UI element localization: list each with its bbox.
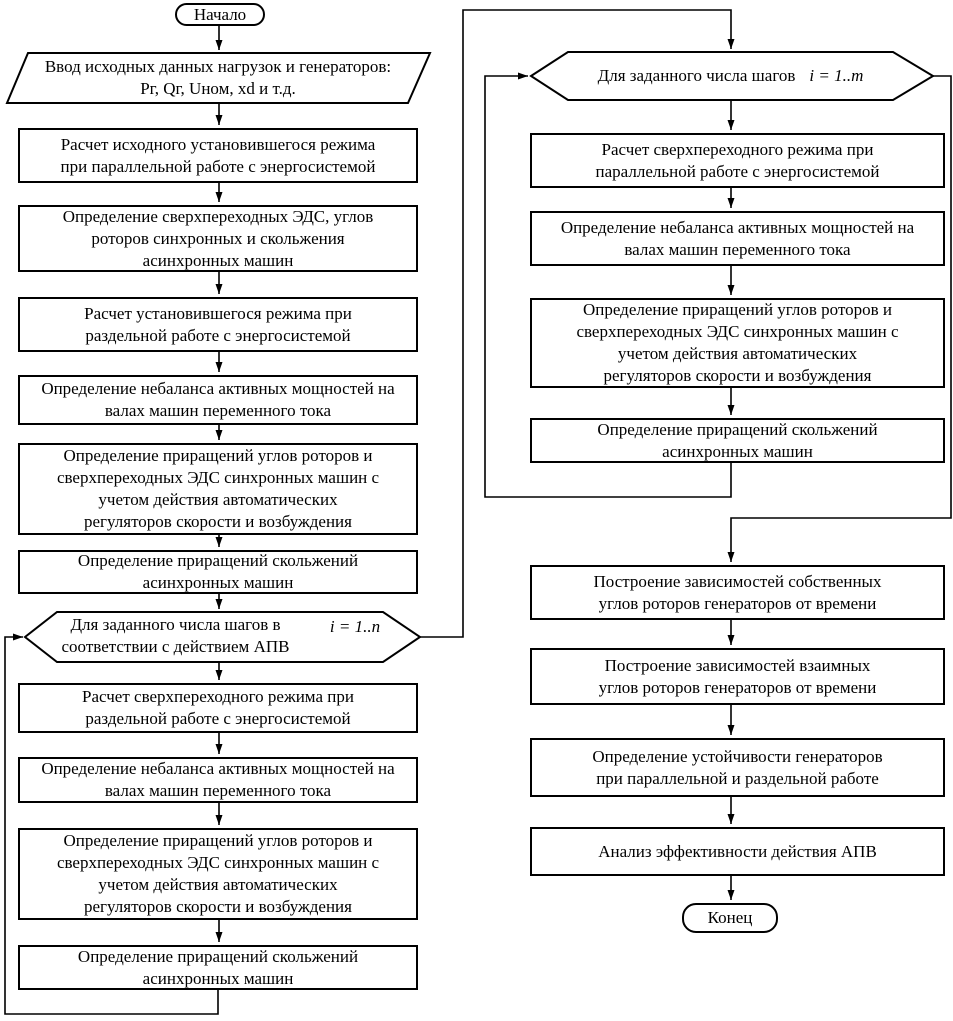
right-loop-header: Для заданного числа шагов i = 1..m <box>568 52 893 100</box>
node-increments-slip-left-2: Определение приращений скольжений асинхр… <box>18 945 418 990</box>
right-loop-label: Для заданного числа шагов <box>597 66 796 85</box>
node-increments-slip-left-1: Определение приращений скольжений асинхр… <box>18 550 418 594</box>
node-calc-steady-separate: Расчет установившегося режима при раздел… <box>18 297 418 352</box>
node-imbalance-left-1: Определение небаланса активных мощностей… <box>18 375 418 425</box>
left-loop-hexagon-shape <box>23 611 422 663</box>
right-loop-formula: i = 1..m <box>809 66 864 85</box>
node-imbalance-left-2: Определение небаланса активных мощностей… <box>18 757 418 803</box>
right-loop-hexagon-shape <box>529 51 935 101</box>
node-increments-angles-right: Определение приращений углов роторов и с… <box>530 298 945 388</box>
connectors <box>4 9 952 1015</box>
node-increments-angles-left-1: Определение приращений углов роторов и с… <box>18 443 418 535</box>
input-parallelogram-shape <box>5 52 432 104</box>
node-plot-mutual-angles: Построение зависимостей взаимных углов р… <box>530 648 945 705</box>
end-terminator: Конец <box>682 903 778 933</box>
node-calc-subtransient-parallel: Расчет сверхпереходного режима при парал… <box>530 133 945 188</box>
node-define-emf-angles-slip: Определение сверхпереходных ЭДС, углов р… <box>18 205 418 272</box>
node-input-data: Ввод исходных данных нагрузок и генерато… <box>44 57 392 98</box>
left-loop-formula: i = 1..n <box>329 617 381 636</box>
node-calc-initial-steady-parallel: Расчет исходного установившегося режима … <box>18 128 418 183</box>
node-define-stability: Определение устойчивости генераторов при… <box>530 738 945 797</box>
node-plot-own-angles: Построение зависимостей собственных угло… <box>530 565 945 620</box>
node-analyze-apv: Анализ эффективности действия АПВ <box>530 827 945 876</box>
node-increments-angles-left-2: Определение приращений углов роторов и с… <box>18 828 418 920</box>
node-imbalance-right: Определение небаланса активных мощностей… <box>530 211 945 266</box>
node-calc-subtransient-separate: Расчет сверхпереходного режима при разде… <box>18 683 418 733</box>
node-increments-slip-right: Определение приращений скольжений асинхр… <box>530 418 945 463</box>
left-loop-label: Для заданного числа шагов в соответствии… <box>61 615 290 656</box>
start-terminator: Начало <box>175 3 265 26</box>
